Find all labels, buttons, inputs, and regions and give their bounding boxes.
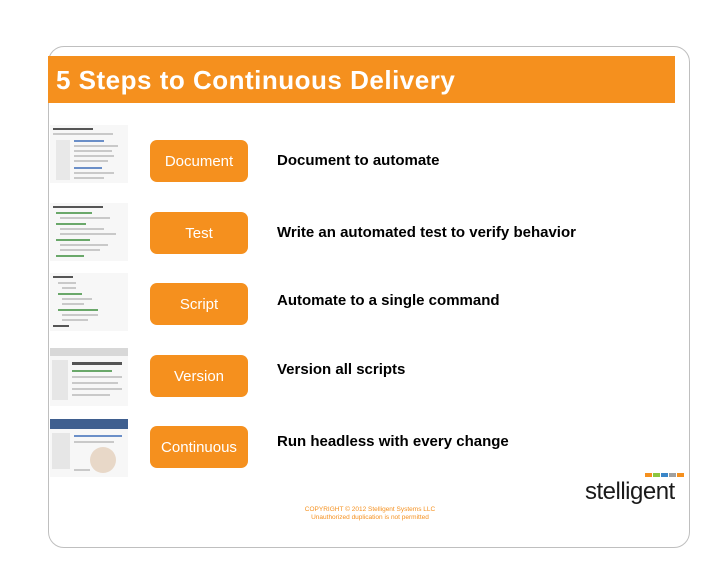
step-test-text: Write an automated test to verify behavi… xyxy=(277,224,576,241)
test-thumbnail xyxy=(50,203,128,261)
step-script-button[interactable]: Script xyxy=(150,283,248,325)
jenkins-thumbnail xyxy=(50,419,128,477)
logo-color-bars xyxy=(645,473,684,477)
step-script-text: Automate to a single command xyxy=(277,292,500,309)
copyright-line-2: Unauthorized duplication is not permitte… xyxy=(311,514,429,521)
copyright-line-1: COPYRIGHT © 2012 Stelligent Systems LLC xyxy=(304,506,436,513)
step-document-text: Document to automate xyxy=(277,152,440,169)
step-document-button[interactable]: Document xyxy=(150,140,248,182)
document-thumbnail xyxy=(50,125,128,183)
copyright-notice: COPYRIGHT © 2012 Stelligent Systems LLC … xyxy=(290,506,450,522)
step-continuous-text: Run headless with every change xyxy=(277,433,509,450)
title-bar: 5 Steps to Continuous Delivery xyxy=(48,56,675,103)
stelligent-logo: stelligent xyxy=(585,478,675,505)
step-version-button[interactable]: Version xyxy=(150,355,248,397)
version-thumbnail xyxy=(50,348,128,406)
step-continuous-button[interactable]: Continuous xyxy=(150,426,248,468)
script-thumbnail xyxy=(50,273,128,331)
step-test-button[interactable]: Test xyxy=(150,212,248,254)
slide-title: 5 Steps to Continuous Delivery xyxy=(56,65,456,95)
step-version-text: Version all scripts xyxy=(277,361,406,378)
